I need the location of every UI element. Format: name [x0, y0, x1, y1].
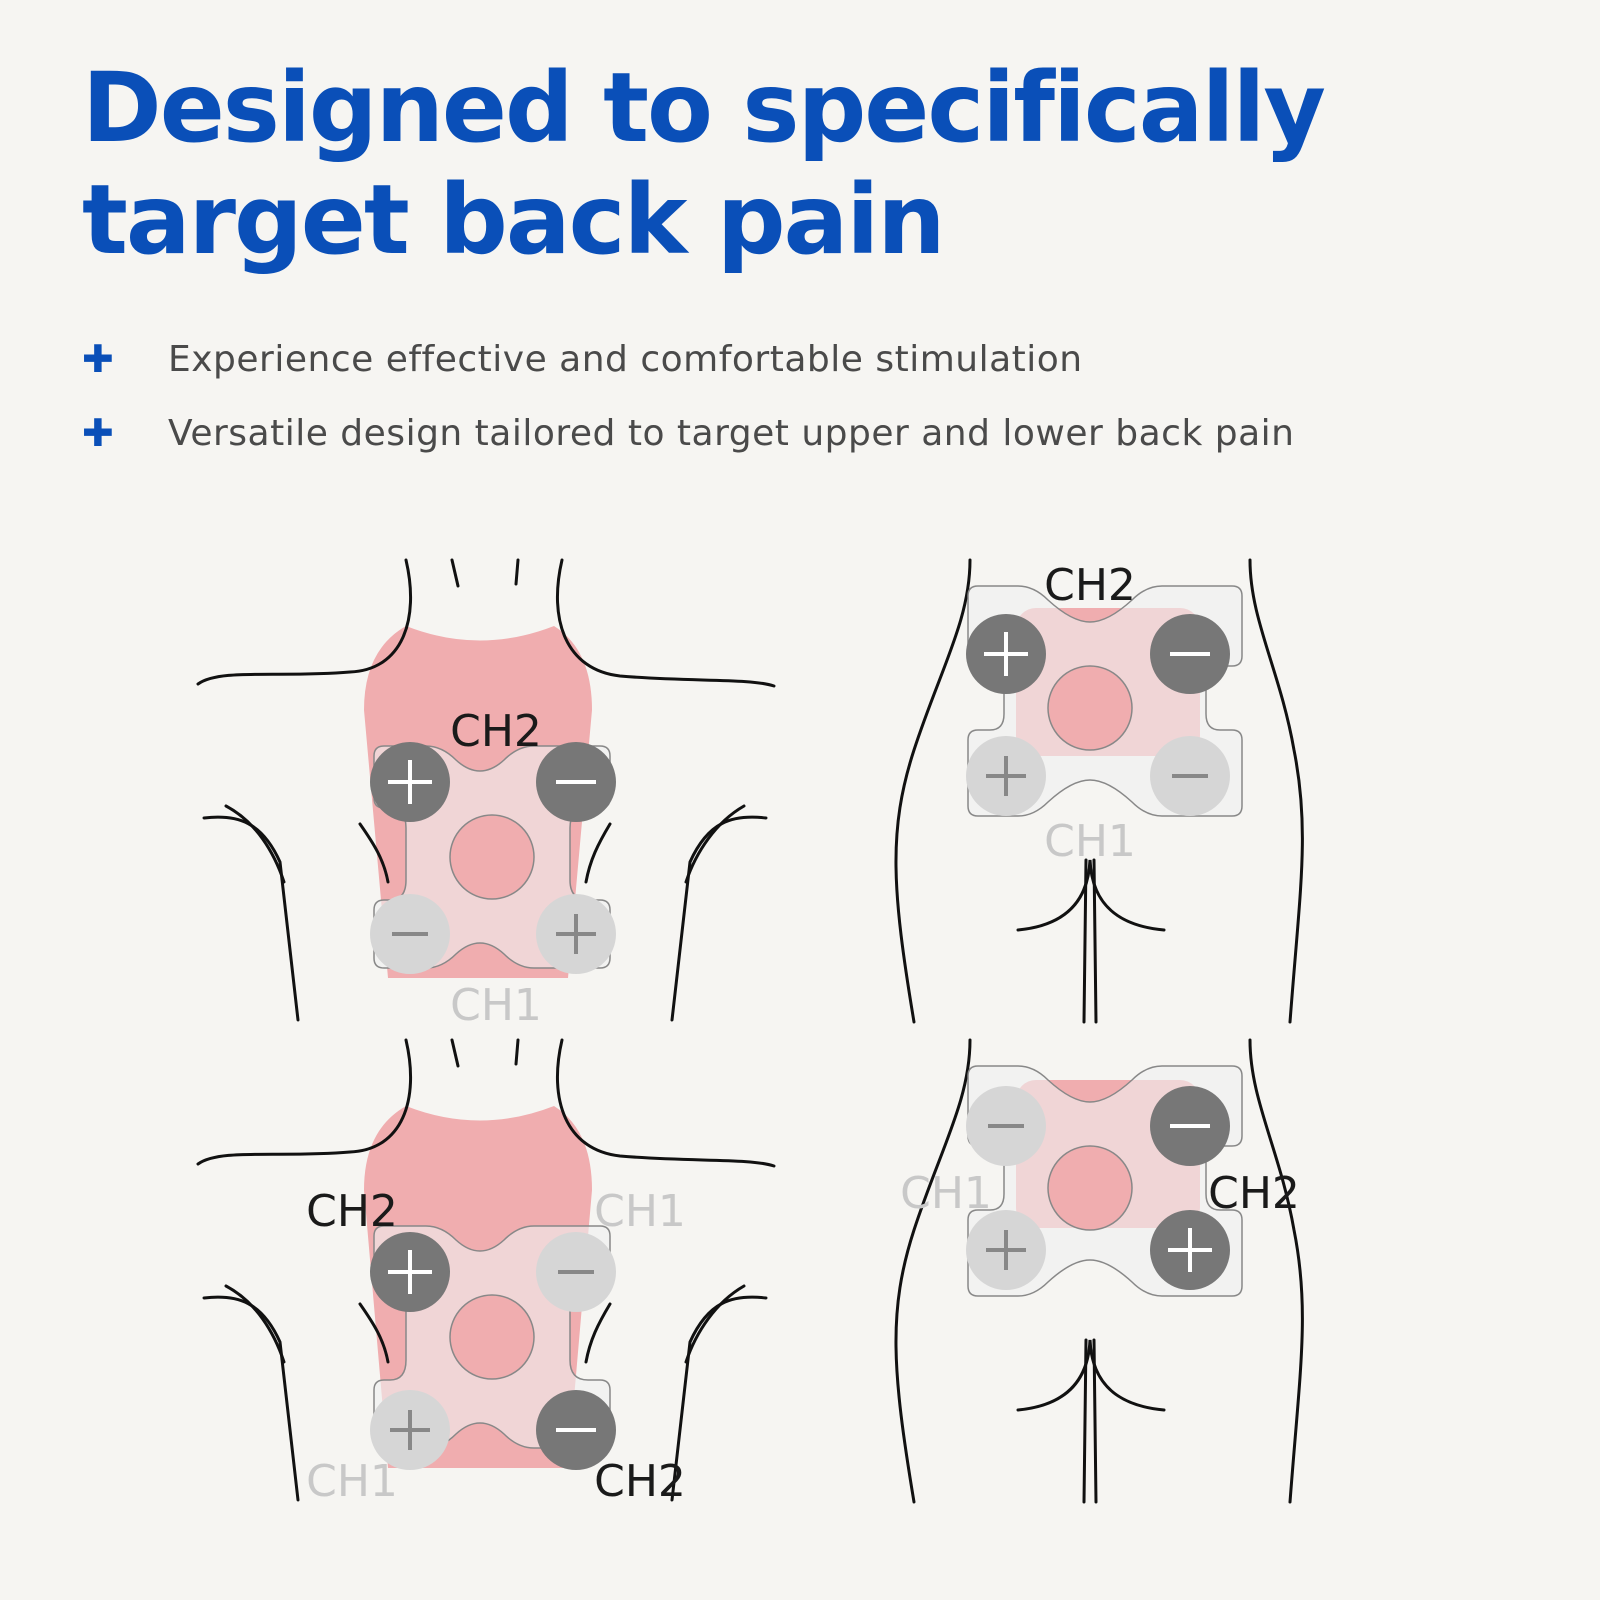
channel-2-label: CH2 [1044, 560, 1136, 611]
channel-1-label: CH1 [1044, 816, 1136, 867]
lower-back-diagram-1: CH2 CH1 [894, 558, 1304, 1024]
plus-icon: ✚ [82, 337, 114, 381]
channel-1-label: CH1 [450, 980, 542, 1031]
electrode-plus-icon [370, 1232, 450, 1312]
electrode-plus-icon [370, 1390, 450, 1470]
feature-text: Versatile design tailored to target uppe… [168, 412, 1295, 454]
feature-text: Experience effective and comfortable sti… [168, 338, 1083, 380]
electrode-plus-icon [370, 742, 450, 822]
center-contact [449, 814, 535, 900]
electrode-minus-icon [370, 894, 450, 974]
electrode-minus-icon [966, 1086, 1046, 1166]
electrode-plus-icon [966, 1210, 1046, 1290]
channel-2-label: CH2 [450, 706, 542, 757]
upper-back-diagram-2: CH2 CH1 CH1 CH2 [196, 1038, 776, 1507]
electrode-plus-icon [1150, 1210, 1230, 1290]
upper-back-placement-1: CH2 CH1 [190, 558, 780, 1031]
body-outline [196, 558, 776, 1022]
electrode-minus-icon [1150, 614, 1230, 694]
feature-item: ✚ Experience effective and comfortable s… [82, 322, 1562, 396]
electrode-minus-icon [1150, 1086, 1230, 1166]
upper-back-diagram-1: CH2 CH1 [196, 558, 776, 1031]
upper-back-placement-2: CH2 CH1 CH1 CH2 [190, 1038, 780, 1510]
channel-2-label: CH2 [594, 1456, 686, 1507]
body-outline [196, 1038, 776, 1502]
lower-back-placement-1: CH2 CH1 [890, 558, 1330, 1030]
center-contact [1047, 665, 1133, 751]
page-title: Designed to specifically target back pai… [82, 52, 1522, 276]
channel-1-label: CH1 [900, 1168, 992, 1219]
title-line-2: target back pain [82, 164, 946, 276]
electrode-minus-icon [536, 1390, 616, 1470]
center-contact [449, 1294, 535, 1380]
electrode-plus-icon [966, 614, 1046, 694]
electrode-minus-icon [536, 742, 616, 822]
title-line-1: Designed to specifically [82, 52, 1326, 164]
lower-back-placement-2: CH1 CH2 [890, 1038, 1330, 1510]
electrode-minus-icon [1150, 736, 1230, 816]
electrode-minus-icon [536, 1232, 616, 1312]
channel-2-label: CH2 [1208, 1168, 1300, 1219]
plus-icon: ✚ [82, 411, 114, 455]
channel-1-label: CH1 [594, 1186, 686, 1237]
feature-list: ✚ Experience effective and comfortable s… [82, 322, 1562, 470]
lower-back-diagram-2: CH1 CH2 [894, 1038, 1304, 1504]
electrode-plus-icon [966, 736, 1046, 816]
center-contact [1047, 1145, 1133, 1231]
channel-2-label: CH2 [306, 1186, 398, 1237]
body-outline [894, 1038, 1304, 1504]
channel-1-label: CH1 [306, 1456, 398, 1507]
electrode-plus-icon [536, 894, 616, 974]
feature-item: ✚ Versatile design tailored to target up… [82, 396, 1562, 470]
